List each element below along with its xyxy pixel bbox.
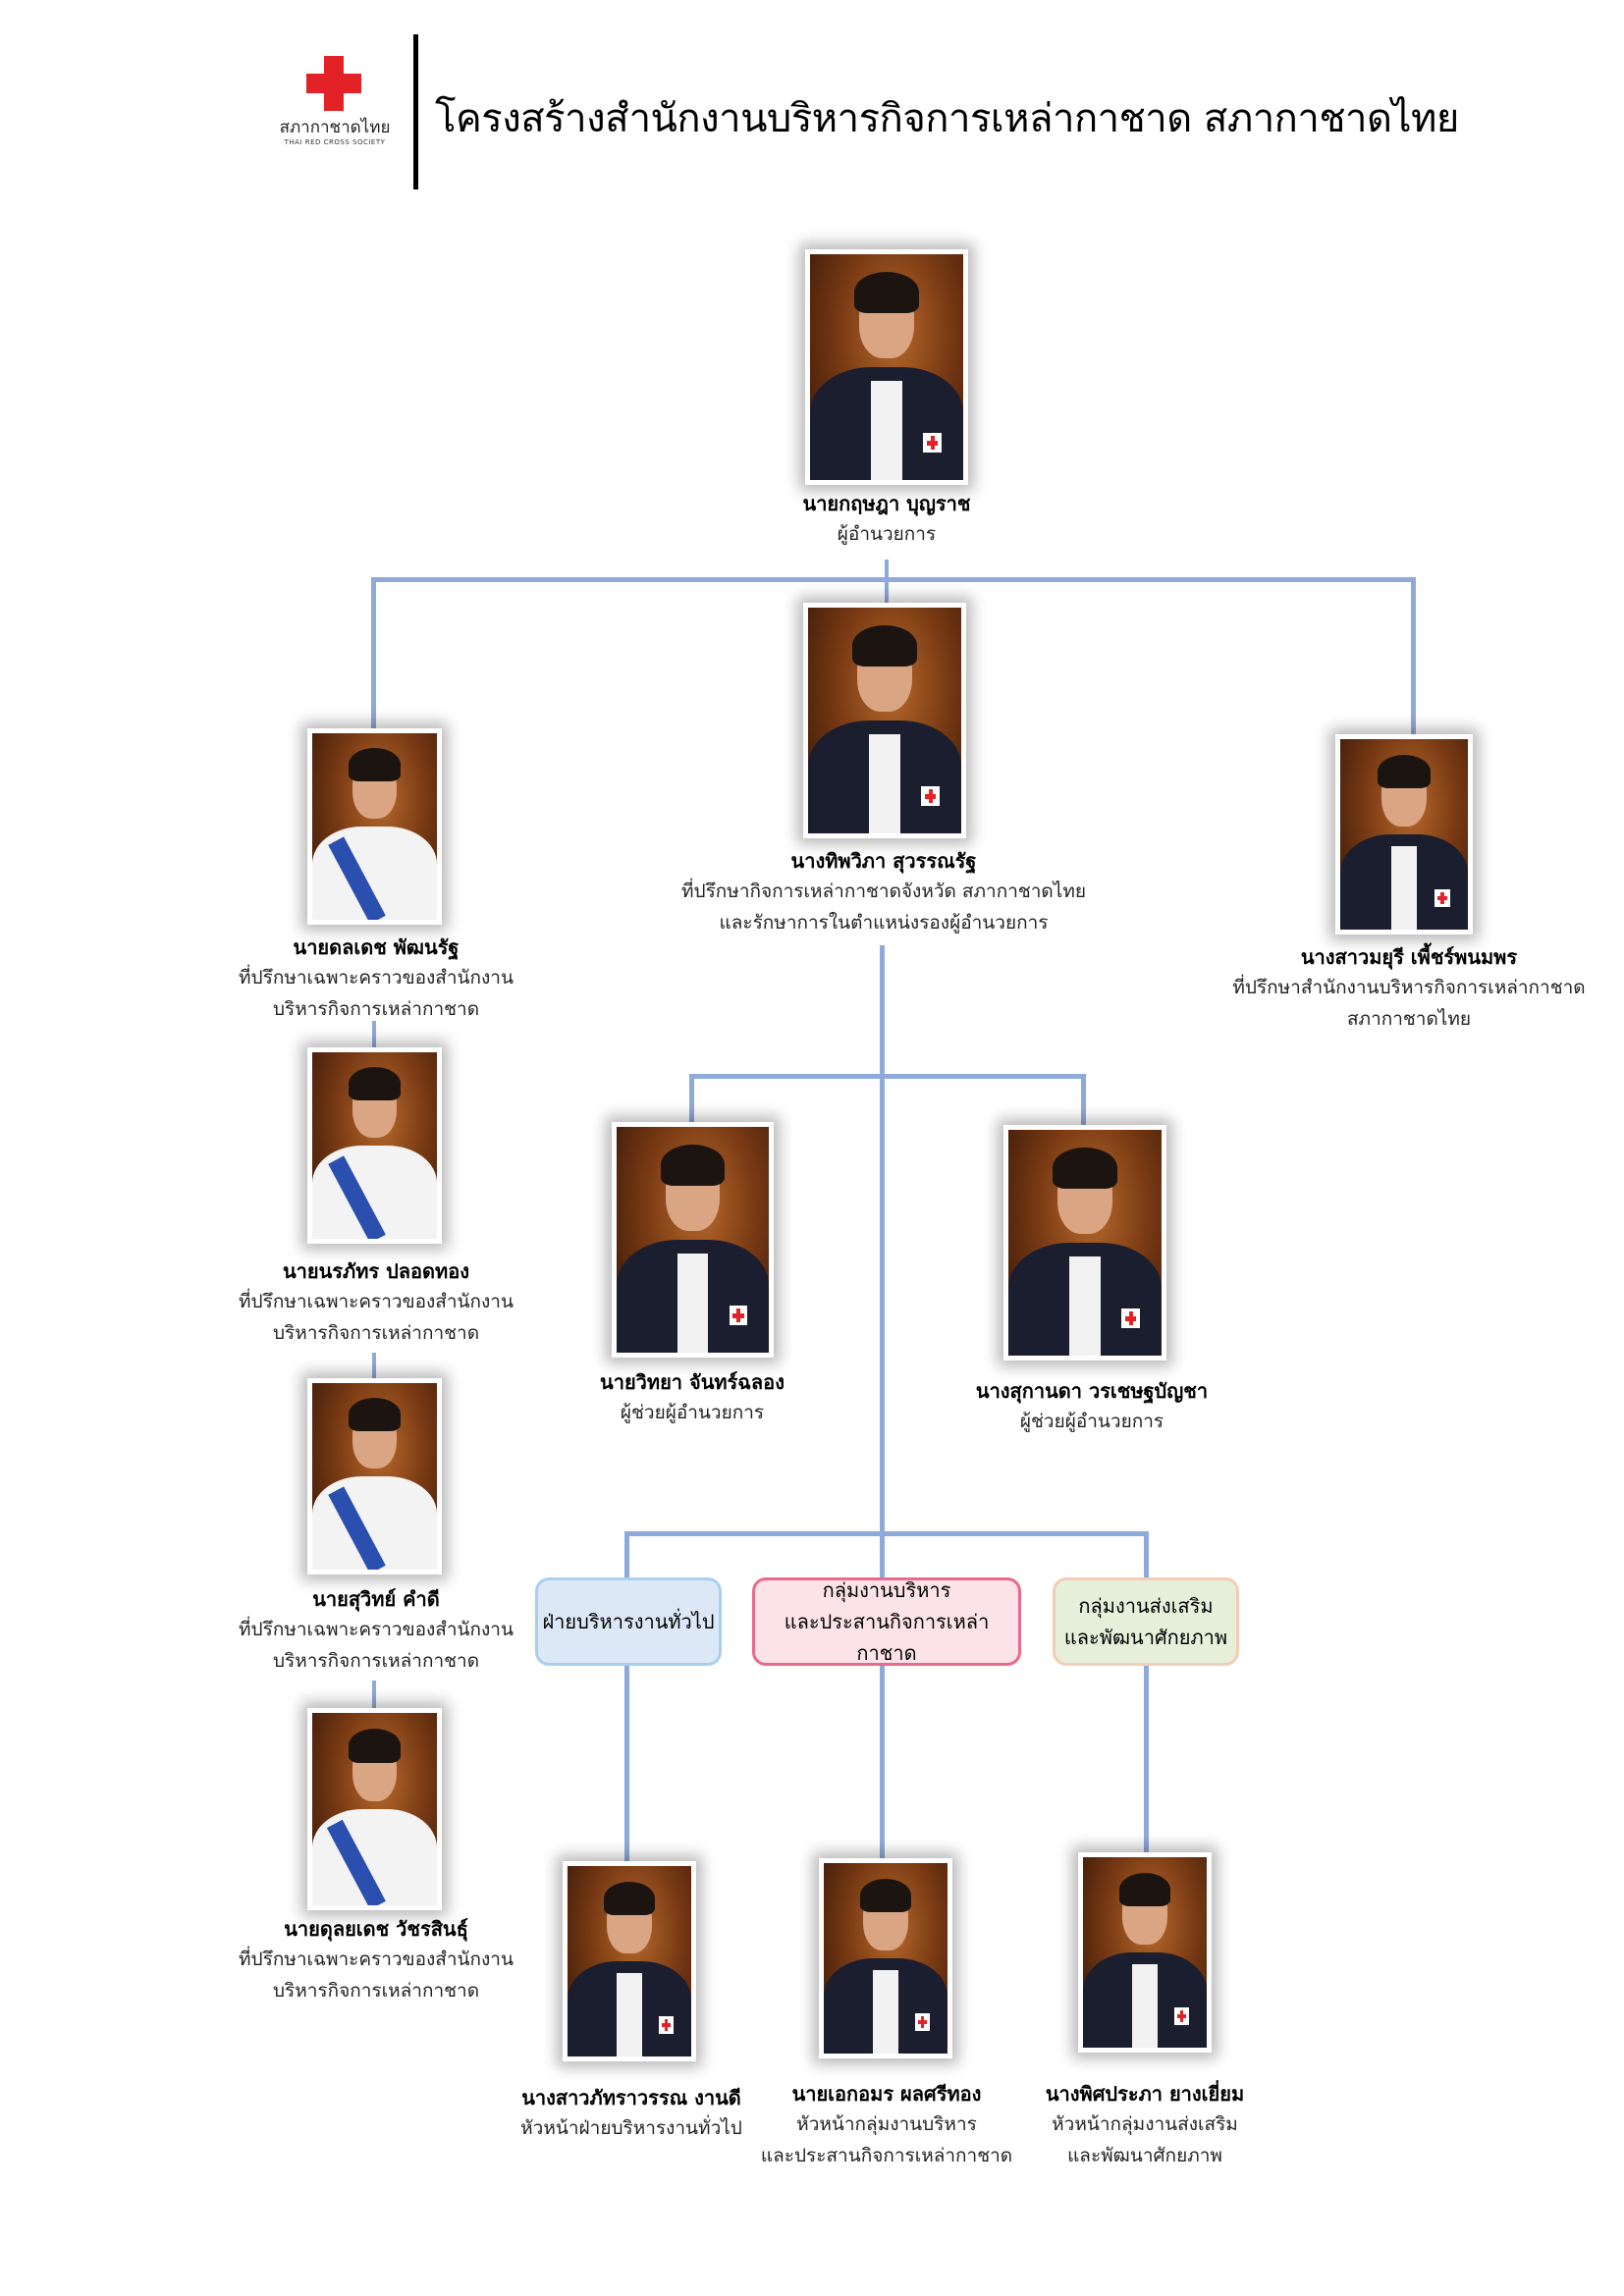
director-photo <box>805 249 968 485</box>
special-advisor-photo <box>307 728 442 925</box>
deputy-photo <box>803 603 966 838</box>
connector-deputy-down <box>880 945 885 1533</box>
director-caption: นายกฤษฎา บุญราช ผู้อำนวยการ <box>803 489 971 550</box>
red-cross-icon <box>306 56 361 111</box>
deputy-name: นางทิพวิภา สุวรรณรัฐ <box>790 849 977 873</box>
office-advisor-role-line-1: ที่ปรึกษาสำนักงานบริหารกิจการเหล่ากาชาด <box>1232 977 1586 998</box>
unit-head-photo <box>1078 1852 1212 2053</box>
unit-head-photo <box>563 1861 696 2061</box>
assistant-director-caption: นางสุกานดา วรเชษฐบัญชา ผู้ช่วยผู้อำนวยกา… <box>976 1376 1208 1437</box>
connector-head-right <box>1144 1666 1149 1852</box>
special-advisor-role-line-1: ที่ปรึกษาเฉพาะคราวของสำนักงาน <box>239 1949 514 1970</box>
special-advisor-role-line-2: บริหารกิจการเหล่ากาชาด <box>272 1980 480 2002</box>
special-advisor-role-line-1: ที่ปรึกษาเฉพาะคราวของสำนักงาน <box>239 1291 514 1312</box>
director-role: ผู้อำนวยการ <box>837 523 937 545</box>
assistant-director-photo <box>1003 1125 1166 1361</box>
logo-text-thai: สภากาชาดไทย <box>279 118 391 137</box>
red-cross-badge-icon <box>921 785 941 807</box>
connector-unit-right <box>1144 1531 1149 1577</box>
unit-head-role-line-1: หัวหน้ากลุ่มงานส่งเสริม <box>1052 2113 1238 2135</box>
special-advisor-caption: นายสุวิทย์ คำดี ที่ปรึกษาเฉพาะคราวของสำน… <box>239 1584 514 1677</box>
page-title: โครงสร้างสำนักงานบริหารกิจการเหล่ากาชาด … <box>435 96 1459 141</box>
connector-unit-left <box>624 1531 629 1577</box>
unit-head-caption: นายเอกอมร ผลศรีทอง หัวหน้ากลุ่มงานบริหาร… <box>761 2079 1012 2171</box>
assistant-director-photo <box>612 1122 774 1358</box>
connector-assistants-horizontal <box>689 1074 1086 1079</box>
connector-head-left <box>624 1666 629 1861</box>
special-advisor-caption: นายดลเดช พัฒนรัฐ ที่ปรึกษาเฉพาะคราวของสำ… <box>239 933 514 1025</box>
header-divider <box>413 34 418 189</box>
unit-head-role-line-1: หัวหน้าฝ่ายบริหารงานทั่วไป <box>520 2117 742 2139</box>
special-advisor-photo <box>307 1047 442 1244</box>
deputy-role-line-1: ที่ปรึกษากิจการเหล่ากาชาดจังหวัด สภากาชา… <box>681 881 1086 902</box>
special-advisor-role-line-2: บริหารกิจการเหล่ากาชาด <box>272 1322 480 1344</box>
logo-text-english: THAI RED CROSS SOCIETY <box>284 138 386 146</box>
unit-label-line-1: ฝ่ายบริหารงานทั่วไป <box>542 1610 715 1633</box>
assistant-director-role: ผู้ช่วยผู้อำนวยการ <box>1019 1411 1164 1432</box>
unit-head-role-line-2: และพัฒนาศักยภาพ <box>1067 2145 1222 2166</box>
special-advisor-caption: นายนรภัทร ปลอดทอง ที่ปรึกษาเฉพาะคราวของส… <box>239 1256 514 1349</box>
assistant-director-role: ผู้ช่วยผู้อำนวยการ <box>620 1402 765 1423</box>
unit-head-role-line-1: หัวหน้ากลุ่มงานบริหาร <box>796 2113 977 2135</box>
connector-head-middle <box>880 1666 885 1858</box>
red-cross-badge-icon <box>1435 889 1450 907</box>
unit-label-line-1: กลุ่มงานบริหาร <box>822 1578 951 1602</box>
red-cross-badge-icon <box>729 1305 748 1326</box>
assistant-director-name: นางสุกานดา วรเชษฐบัญชา <box>975 1379 1209 1403</box>
unit-general-administration: ฝ่ายบริหารงานทั่วไป <box>535 1577 722 1666</box>
office-advisor-role-line-2: สภากาชาดไทย <box>1346 1008 1472 1030</box>
office-advisor-name: นางสาวมยุรี เพี้ชร์พนมพร <box>1300 945 1518 969</box>
special-advisor-photo <box>307 1708 442 1910</box>
unit-head-name: นายเอกอมร ผลศรีทอง <box>791 2082 982 2106</box>
special-advisor-role-line-1: ที่ปรึกษาเฉพาะคราวของสำนักงาน <box>239 967 514 988</box>
connector-right-advisor <box>1411 577 1416 734</box>
assistant-director-name: นายวิทยา จันทร์ฉลอง <box>600 1370 785 1394</box>
red-cross-badge-icon <box>1174 2007 1190 2025</box>
connector-top-horizontal <box>371 577 1416 582</box>
special-advisor-name: นายสุวิทย์ คำดี <box>312 1587 440 1611</box>
unit-promotion-development: กลุ่มงานส่งเสริม และพัฒนาศักยภาพ <box>1053 1577 1239 1666</box>
unit-label-line-1: กลุ่มงานส่งเสริม <box>1078 1594 1214 1618</box>
connector-advisor-chain-2 <box>372 1353 376 1378</box>
connector-advisor-chain-3 <box>372 1681 376 1708</box>
unit-head-role-line-2: และประสานกิจการเหล่ากาชาด <box>760 2145 1013 2166</box>
connector-units-horizontal <box>624 1531 1149 1536</box>
special-advisor-caption: นายดุลยเดช วัชรสินธุ์ ที่ปรึกษาเฉพาะคราว… <box>239 1914 514 2006</box>
unit-label-line-2: และพัฒนาศักยภาพ <box>1063 1626 1228 1649</box>
special-advisor-name: นายดุลยเดช วัชรสินธุ์ <box>284 1917 468 1941</box>
red-cross-badge-icon <box>915 2013 931 2031</box>
red-cross-badge-icon <box>1121 1308 1141 1329</box>
special-advisor-role-line-2: บริหารกิจการเหล่ากาชาด <box>272 998 480 1020</box>
connector-unit-middle <box>880 1531 885 1577</box>
office-advisor-caption: นางสาวมยุรี เพี้ชร์พนมพร ที่ปรึกษาสำนักง… <box>1232 942 1585 1035</box>
red-cross-badge-icon <box>659 2016 675 2034</box>
special-advisor-role-line-1: ที่ปรึกษาเฉพาะคราวของสำนักงาน <box>239 1619 514 1640</box>
deputy-caption: นางทิพวิภา สุวรรณรัฐ ที่ปรึกษากิจการเหล่… <box>681 846 1086 938</box>
special-advisor-name: นายนรภัทร ปลอดทอง <box>282 1259 470 1283</box>
director-name: นายกฤษฎา บุญราช <box>802 492 971 515</box>
red-cross-badge-icon <box>923 432 943 454</box>
unit-administration-coordination: กลุ่มงานบริหาร และประสานกิจการเหล่ากาชาด <box>752 1577 1021 1666</box>
unit-head-name: นางสาวภัทราวรรณ งานดี <box>521 2086 741 2109</box>
unit-head-name: นางพิศประภา ยางเยี่ยม <box>1045 2082 1245 2106</box>
special-advisor-role-line-2: บริหารกิจการเหล่ากาชาด <box>272 1650 480 1672</box>
special-advisor-photo <box>307 1378 442 1575</box>
unit-head-caption: นางสาวภัทราวรรณ งานดี หัวหน้าฝ่ายบริหารง… <box>520 2083 742 2144</box>
connector-left-advisors <box>371 577 376 728</box>
assistant-director-caption: นายวิทยา จันทร์ฉลอง ผู้ช่วยผู้อำนวยการ <box>600 1367 785 1428</box>
deputy-role-line-2: และรักษาการในตำแหน่งรองผู้อำนวยการ <box>719 912 1049 934</box>
unit-head-caption: นางพิศประภา ยางเยี่ยม หัวหน้ากลุ่มงานส่ง… <box>1046 2079 1244 2171</box>
unit-label-line-2: และประสานกิจการเหล่ากาชาด <box>784 1610 990 1665</box>
unit-head-photo <box>819 1858 952 2058</box>
connector-advisor-chain-1 <box>372 1021 376 1047</box>
special-advisor-name: นายดลเดช พัฒนรัฐ <box>293 935 460 959</box>
connector-assistant-right <box>1081 1074 1086 1125</box>
connector-assistant-left <box>689 1074 694 1122</box>
office-advisor-photo <box>1335 734 1473 934</box>
